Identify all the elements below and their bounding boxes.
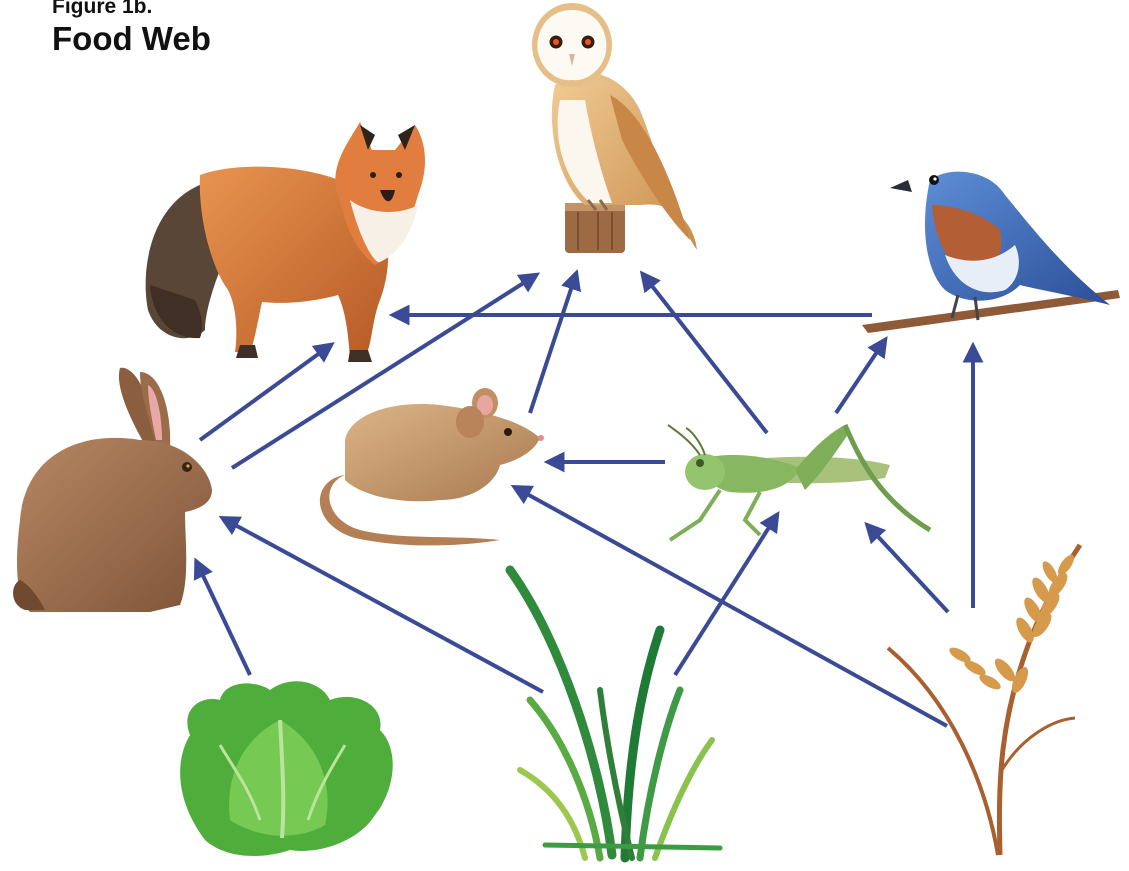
bluebird-icon [862, 172, 1120, 333]
arrow-rabbit-to-fox [200, 347, 328, 440]
lettuce-icon [180, 681, 393, 856]
arrow-grasshopper-to-bluebird [836, 343, 883, 413]
rabbit-icon [13, 368, 212, 612]
arrow-lettuce-to-rabbit [198, 565, 250, 675]
fox-icon [146, 122, 425, 362]
owl-icon [532, 3, 697, 253]
arrow-grasshopper-to-owl [645, 277, 767, 433]
arrow-mouse-to-owl [530, 277, 575, 413]
grass-icon [510, 570, 720, 858]
grasshopper-icon [668, 425, 930, 540]
arrow-grass-to-grasshopper [675, 518, 775, 675]
arrows-layer [198, 277, 973, 726]
arrow-wheat-to-grasshopper [870, 528, 948, 612]
mouse-icon [320, 388, 544, 545]
arrow-wheat-to-mouse [518, 489, 947, 726]
arrow-grass-to-rabbit [226, 520, 543, 692]
wheat-icon [888, 545, 1080, 855]
